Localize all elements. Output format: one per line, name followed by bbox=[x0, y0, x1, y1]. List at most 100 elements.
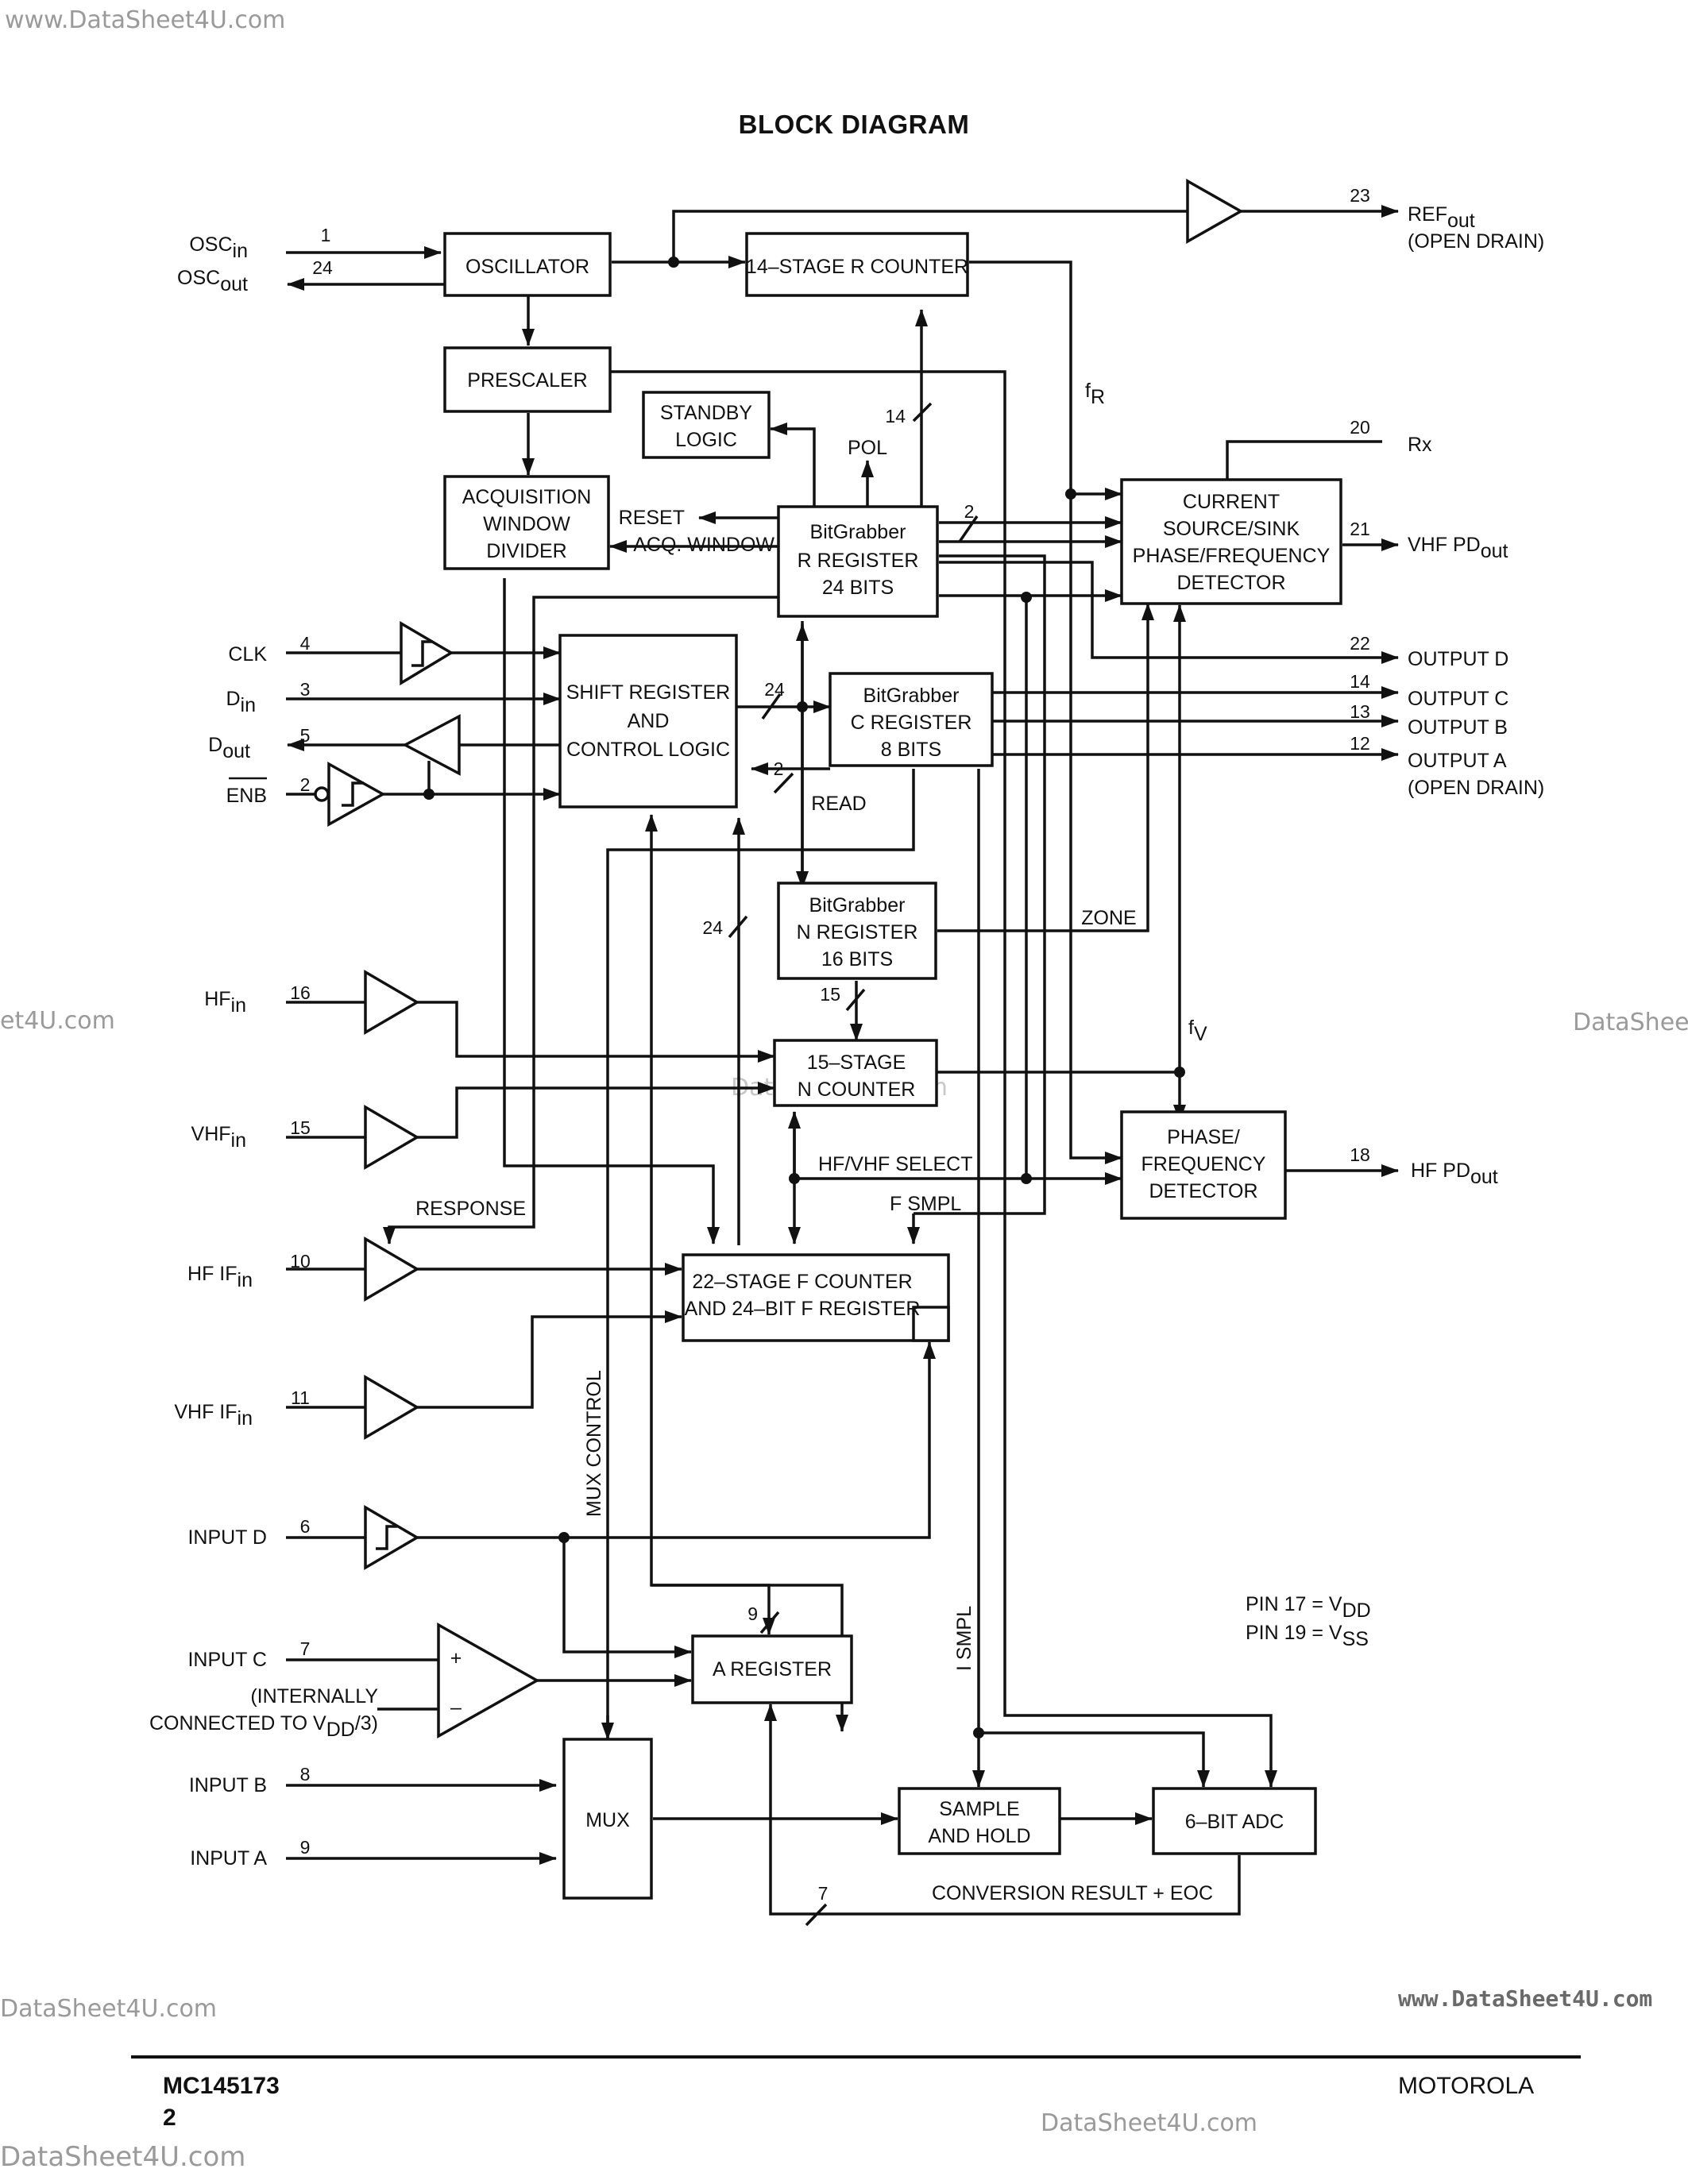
sample-hold-block bbox=[898, 1787, 1061, 1855]
vhf-if-in-pin-number: 11 bbox=[291, 1387, 310, 1408]
zone-label: ZONE bbox=[1081, 907, 1136, 929]
n-counter-block bbox=[773, 1039, 938, 1107]
reset-label: RESET bbox=[619, 507, 685, 529]
enb-label: ENB bbox=[226, 785, 267, 807]
acq-label-3: DIVIDER bbox=[486, 540, 566, 562]
f-smpl-label: F SMPL bbox=[890, 1193, 961, 1215]
input-c-comparator bbox=[437, 1623, 540, 1738]
vhf-pd-out-label: VHF PDout bbox=[1408, 534, 1508, 562]
enb-schmitt-icon bbox=[342, 781, 364, 807]
a-register-label: A REGISTER bbox=[713, 1658, 832, 1680]
watermark-lower-right: www.DataSheet4U.com bbox=[1398, 1985, 1653, 2012]
acq-label-2: WINDOW bbox=[483, 513, 570, 535]
fr-label: fR bbox=[1085, 380, 1105, 408]
vhf-pd-out-pin-number: 21 bbox=[1350, 519, 1370, 539]
standby-label-2: LOGIC bbox=[675, 429, 737, 451]
sample-hold-label-2: AND HOLD bbox=[928, 1825, 1030, 1847]
adc-result-bus-width: 7 bbox=[818, 1883, 829, 1904]
hf-in-pin-number: 16 bbox=[290, 982, 311, 1003]
pfd-current-label-3: PHASE/FREQUENCY bbox=[1133, 545, 1331, 567]
osc-in-label: OSCin bbox=[189, 233, 248, 262]
buffers bbox=[314, 178, 1244, 1738]
ref-out-buffer bbox=[1186, 178, 1244, 245]
n-counter-bus-width: 15 bbox=[820, 984, 840, 1005]
mux-block bbox=[562, 1738, 653, 1900]
clk-schmitt-icon bbox=[411, 640, 433, 667]
vdd-note: PIN 17 = VDD bbox=[1246, 1593, 1371, 1622]
vss-note: PIN 19 = VSS bbox=[1246, 1622, 1369, 1650]
output-a-note: (OPEN DRAIN) bbox=[1408, 777, 1544, 799]
output-a-label: OUTPUT A bbox=[1408, 750, 1507, 772]
din-pin-number: 3 bbox=[300, 679, 311, 700]
c-register-block bbox=[829, 672, 994, 767]
rx-label: Rx bbox=[1408, 434, 1432, 456]
r-register-block bbox=[777, 505, 939, 618]
output-d-pin-number: 22 bbox=[1350, 633, 1370, 654]
standby-label-1: STANDBY bbox=[660, 402, 753, 424]
watermark-mid-right: DataShee bbox=[1573, 1009, 1688, 1036]
r-reg-pfd-bus-width: 2 bbox=[964, 501, 975, 522]
standby-logic-block bbox=[642, 391, 771, 459]
footer-brand: MOTOROLA bbox=[1398, 2073, 1535, 2099]
mux-label: MUX bbox=[585, 1809, 630, 1831]
input-b-pin-number: 8 bbox=[300, 1764, 311, 1785]
wires bbox=[286, 205, 1399, 1916]
hf-pfd-label-2: FREQUENCY bbox=[1141, 1153, 1266, 1175]
shift-c-bus-width: 24 bbox=[764, 679, 785, 700]
dout-pin-number: 5 bbox=[300, 725, 311, 746]
input-d-schmitt-buffer bbox=[364, 1504, 420, 1571]
input-a-label: INPUT A bbox=[190, 1847, 267, 1870]
r-reg-label-2: R REGISTER bbox=[798, 550, 919, 572]
comparator-plus: + bbox=[450, 1647, 462, 1669]
footer-rule bbox=[131, 2055, 1581, 2059]
prescaler-block bbox=[443, 346, 612, 413]
osc-in-pin-number: 1 bbox=[321, 225, 331, 245]
enb-schmitt-buffer bbox=[327, 762, 386, 827]
hf-pd-out-label: HF PDout bbox=[1411, 1160, 1498, 1188]
junction-dots bbox=[423, 257, 1185, 1738]
r-reg-label-3: 24 BITS bbox=[822, 577, 894, 599]
output-d-label: OUTPUT D bbox=[1408, 648, 1508, 670]
c-reg-label-3: 8 BITS bbox=[881, 739, 941, 761]
vhf-in-amp bbox=[364, 1104, 420, 1171]
pol-label: POL bbox=[848, 437, 887, 459]
hf-pd-out-pin-number: 18 bbox=[1350, 1144, 1370, 1165]
n-counter-label-2: N COUNTER bbox=[798, 1078, 916, 1101]
shift-reg-label-2: AND bbox=[628, 710, 670, 732]
current-pfd-block bbox=[1120, 478, 1342, 605]
enb-inversion-bubble bbox=[314, 786, 330, 802]
c-shift-read-bus-width: 2 bbox=[774, 758, 784, 779]
osc-out-pin-number: 24 bbox=[312, 257, 333, 278]
input-b-label: INPUT B bbox=[189, 1774, 267, 1796]
r-counter-bus-width: 14 bbox=[885, 406, 906, 426]
output-pin-labels: 23 REFout (OPEN DRAIN) 20 Rx 21 VHF PDou… bbox=[1350, 185, 1544, 1188]
osc-out-label: OSCout bbox=[177, 267, 248, 295]
watermark-mid-left: et4U.com bbox=[0, 1007, 115, 1035]
acq-window-label: ACQ. WINDOW bbox=[633, 534, 774, 556]
hf-pfd-label-3: DETECTOR bbox=[1149, 1180, 1257, 1202]
clk-pin-number: 4 bbox=[300, 633, 311, 654]
shift-reg-label-3: CONTROL LOGIC bbox=[566, 739, 730, 761]
rx-pin-number: 20 bbox=[1350, 417, 1370, 438]
shift-register-block bbox=[558, 634, 738, 808]
ref-out-pin-number: 23 bbox=[1350, 185, 1370, 206]
vhf-in-label: VHFin bbox=[191, 1123, 246, 1152]
hf-pfd-label-1: PHASE/ bbox=[1167, 1126, 1240, 1148]
hf-if-in-amp bbox=[364, 1236, 420, 1302]
input-c-note-2: CONNECTED TO VDD/3) bbox=[149, 1712, 378, 1741]
comparator-minus: – bbox=[450, 1696, 462, 1719]
pfd-current-label-1: CURRENT bbox=[1183, 491, 1280, 513]
output-b-label: OUTPUT B bbox=[1408, 716, 1508, 739]
shift-n-bus-width: 24 bbox=[702, 917, 723, 938]
block-labels: OSCILLATOR 14–STAGE R COUNTER PRESCALER … bbox=[462, 256, 1331, 1847]
adc-block bbox=[1152, 1787, 1317, 1855]
f-counter-label-1: 22–STAGE F COUNTER bbox=[692, 1271, 912, 1293]
f-counter-block bbox=[682, 1253, 950, 1342]
shift-reg-label-1: SHIFT REGISTER bbox=[566, 681, 731, 704]
bus-width-labels: 14 2 24 2 24 15 9 7 bbox=[702, 406, 974, 1904]
bus-slashes bbox=[728, 402, 979, 1927]
r-counter-label: 14–STAGE R COUNTER bbox=[746, 256, 968, 278]
r-reg-label-1: BitGrabber bbox=[810, 521, 906, 543]
sample-hold-label-1: SAMPLE bbox=[939, 1798, 1019, 1820]
page-title: BLOCK DIAGRAM bbox=[738, 110, 970, 139]
